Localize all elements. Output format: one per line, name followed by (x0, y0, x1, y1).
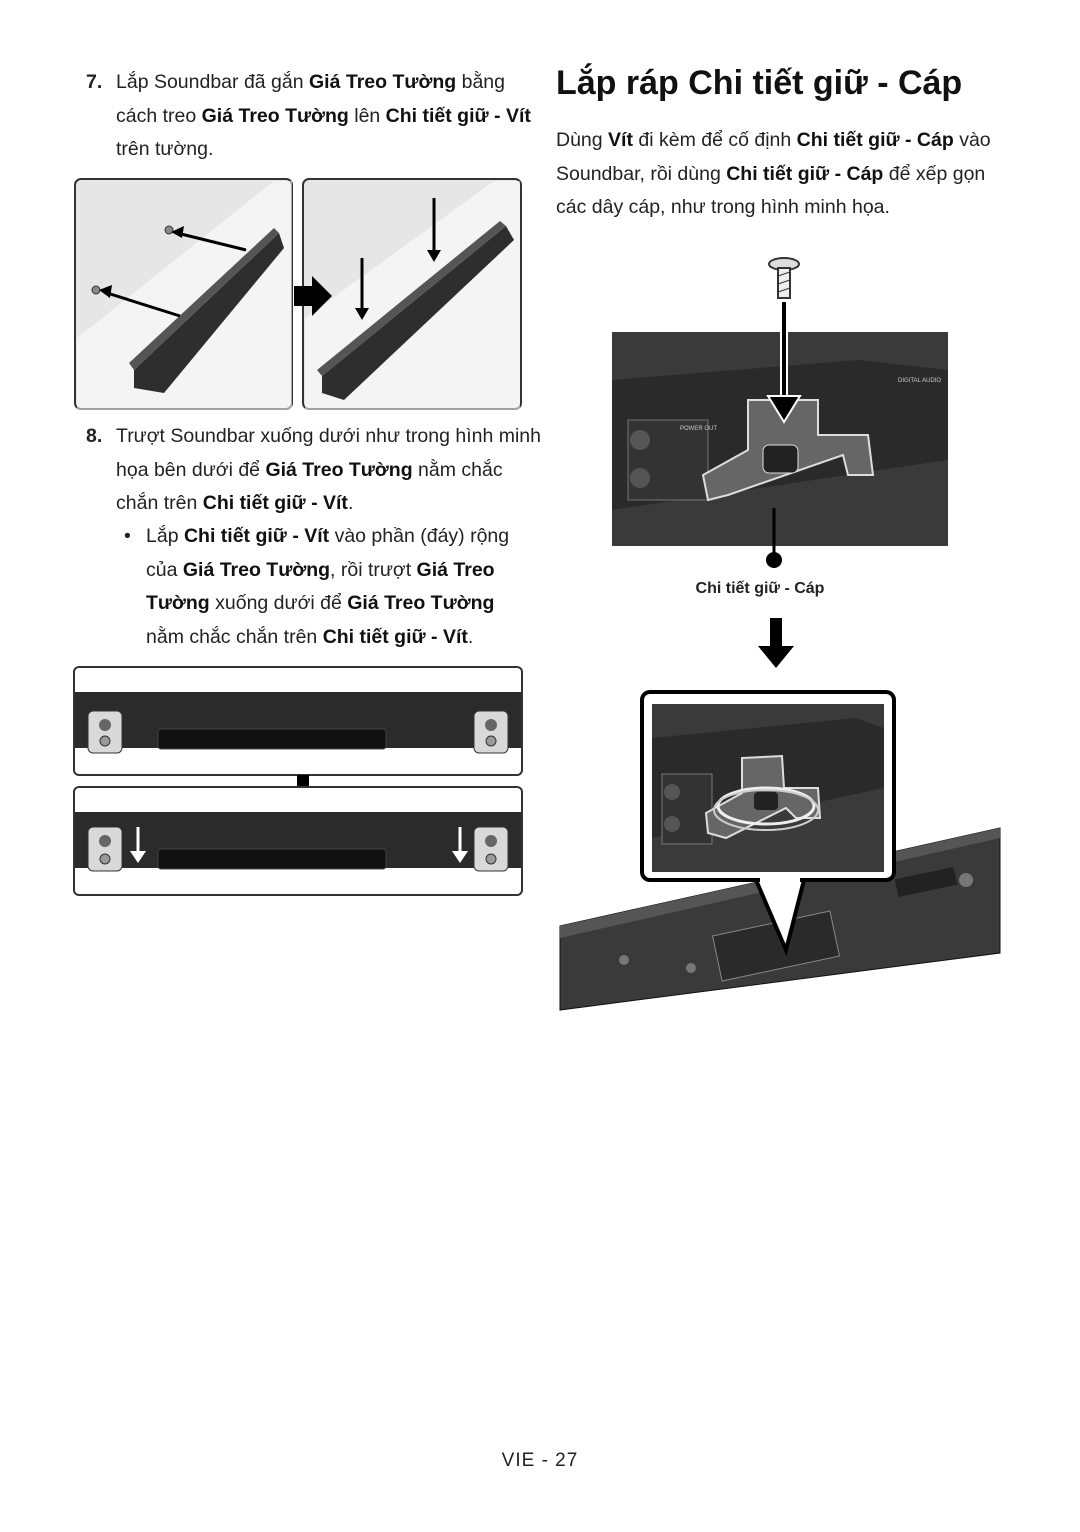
term-cable-holder: Chi tiết giữ - Cáp (796, 129, 954, 151)
step-7-text-part: lên (348, 104, 386, 127)
term-wall-bracket: Giá Treo Tường (201, 104, 349, 127)
section-text-part: đi kèm để cố định (632, 129, 797, 151)
term-screw-holder: Chi tiết giữ - Vít (183, 525, 330, 547)
section-heading: Lắp ráp Chi tiết giữ - Cáp (556, 64, 963, 102)
power-out-label: POWER OUT (680, 426, 717, 432)
step-8-illustration (73, 666, 523, 896)
term-wall-bracket: Giá Treo Tường (265, 458, 413, 481)
step-7-illustration (74, 178, 522, 410)
bullet-text-part: vào phần (đáy) rộng của (146, 525, 510, 581)
arrow-down-icon (758, 618, 794, 668)
cable-holder-illustration: POWER OUT DIGITAL AUDIO (612, 257, 948, 568)
section-text-part: vào Soundbar, rồi dùng (556, 129, 991, 185)
screw-icon (768, 257, 800, 299)
bullet-text-part: . (467, 625, 474, 648)
step-8-text-part: . (347, 492, 354, 514)
bullet-text: Lắp Chi tiết giữ - Vít vào phần (đáy) rộ… (146, 520, 531, 654)
bullet-symbol: • (124, 525, 131, 547)
step-8-text: Trượt Soundbar xuống dưới như trong hình… (116, 420, 541, 521)
bullet-text-part: , rồi trượt (330, 558, 417, 581)
section-paragraph: Dùng Vít đi kèm để cố định Chi tiết giữ … (556, 124, 1006, 225)
digital-audio-label: DIGITAL AUDIO (898, 378, 941, 384)
step-8-text-part: nằm chắc chắn trên (116, 458, 503, 515)
term-wall-bracket: Giá Treo Tường (347, 592, 495, 614)
section-text-part: để xếp gọn các dây cáp, như trong hình m… (556, 162, 986, 219)
term-screw: Vít (608, 129, 633, 151)
term-wall-bracket: Giá Treo Tường (146, 558, 495, 615)
term-screw-holder: Chi tiết giữ - Vít (322, 625, 468, 648)
cable-holder-installed-illustration (559, 690, 1001, 1011)
term-wall-bracket: Giá Treo Tường (182, 558, 331, 581)
step-8-text-part: Trượt Soundbar xuống dưới như trong hình… (116, 425, 541, 481)
bracket-right-bottom (452, 826, 509, 872)
term-screw-holder: Chi tiết giữ - Vít (385, 104, 531, 127)
term-screw-holder: Chi tiết giữ - Vít (202, 492, 348, 514)
page-number: VIE - 27 (501, 1450, 579, 1471)
step-8-number: 8. (86, 425, 103, 447)
step-7-text-part: bằng cách treo (116, 71, 505, 127)
step-7-text-part: Lắp Soundbar đã gắn (116, 71, 310, 93)
cable-holder-caption: Chi tiết giữ - Cáp (695, 580, 825, 597)
section-text-part: Dùng (556, 129, 609, 151)
bracket-left-top (87, 710, 123, 754)
bracket-left-bottom (87, 826, 146, 872)
step-7-text: Lắp Soundbar đã gắn Giá Treo Tường bằng … (116, 66, 536, 167)
bullet-text-part: Lắp (146, 525, 184, 547)
bracket-right-top (473, 710, 509, 754)
term-wall-bracket: Giá Treo Tường (309, 71, 457, 93)
bullet-text-part: xuống dưới để (209, 592, 348, 614)
step-7-text-part: trên tường. (116, 138, 214, 160)
bullet-text-part: nằm chắc chắn trên (146, 625, 323, 648)
term-cable-holder: Chi tiết giữ - Cáp (726, 162, 884, 185)
step-7-number: 7. (86, 71, 103, 93)
